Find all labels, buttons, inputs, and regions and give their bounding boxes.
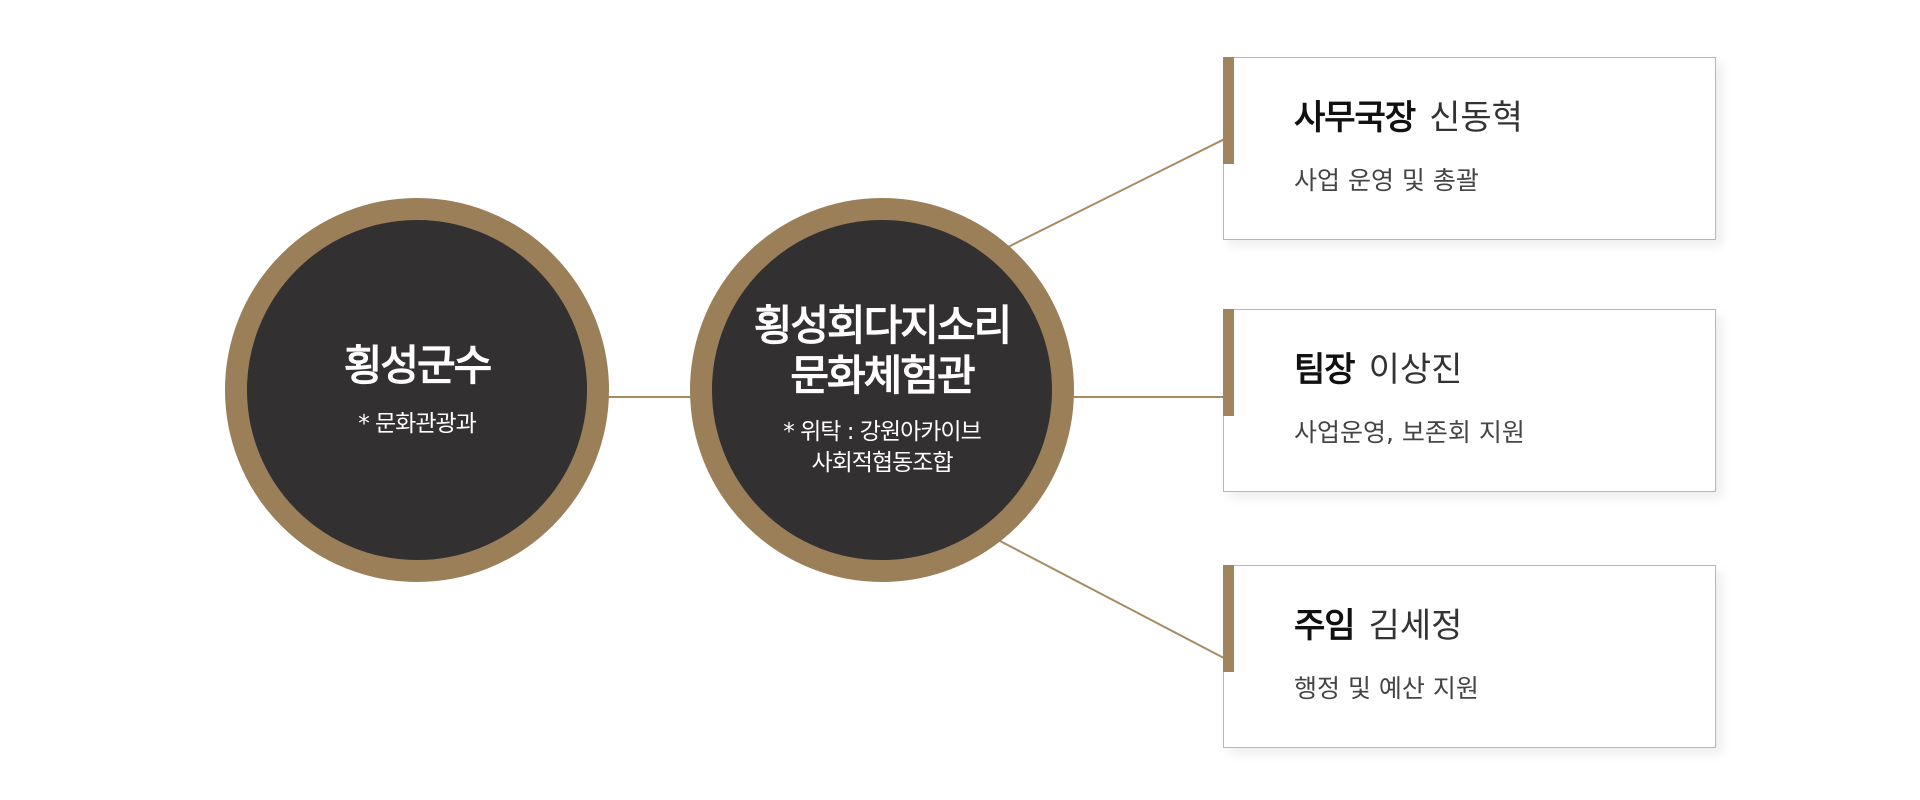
staff-duty: 사업운영, 보존회 지원	[1294, 418, 1525, 447]
connector-center-to-team-leader	[1068, 396, 1225, 398]
card-heading: 사무국장 신동혁	[1294, 96, 1523, 140]
connector-center-to-staff	[999, 540, 1224, 659]
node-title: 횡성군수	[343, 340, 493, 390]
connector-center-to-secretary-general	[1007, 136, 1228, 248]
staff-role: 주임	[1294, 606, 1356, 646]
card-accent-bar	[1223, 57, 1234, 164]
card-accent-bar	[1223, 309, 1234, 416]
node-subtitle: * 위탁 : 강원아카이브 사회적협동조합	[783, 419, 981, 476]
staff-duty: 행정 및 예산 지원	[1294, 674, 1479, 703]
node-county-governor: 횡성군수 * 문화관광과	[225, 198, 609, 582]
staff-name: 김세정	[1368, 606, 1463, 646]
staff-name: 이상진	[1368, 350, 1463, 390]
staff-role: 팀장	[1294, 350, 1356, 390]
node-culture-center: 횡성회다지소리 문화체험관 * 위탁 : 강원아카이브 사회적협동조합	[690, 198, 1074, 582]
card-heading: 팀장 이상진	[1294, 348, 1462, 392]
staff-card-staff: 주임 김세정 행정 및 예산 지원	[1223, 565, 1716, 748]
card-accent-bar	[1223, 565, 1234, 672]
node-subtitle: * 문화관광과	[358, 410, 477, 437]
staff-card-secretary-general: 사무국장 신동혁 사업 운영 및 총괄	[1223, 57, 1716, 240]
staff-name: 신동혁	[1429, 98, 1523, 138]
connector-county-to-center	[604, 396, 698, 398]
staff-card-team-leader: 팀장 이상진 사업운영, 보존회 지원	[1223, 309, 1716, 492]
node-title: 횡성회다지소리 문화체험관	[753, 301, 1012, 400]
staff-duty: 사업 운영 및 총괄	[1294, 166, 1479, 195]
card-heading: 주임 김세정	[1294, 604, 1462, 648]
staff-role: 사무국장	[1294, 98, 1416, 138]
